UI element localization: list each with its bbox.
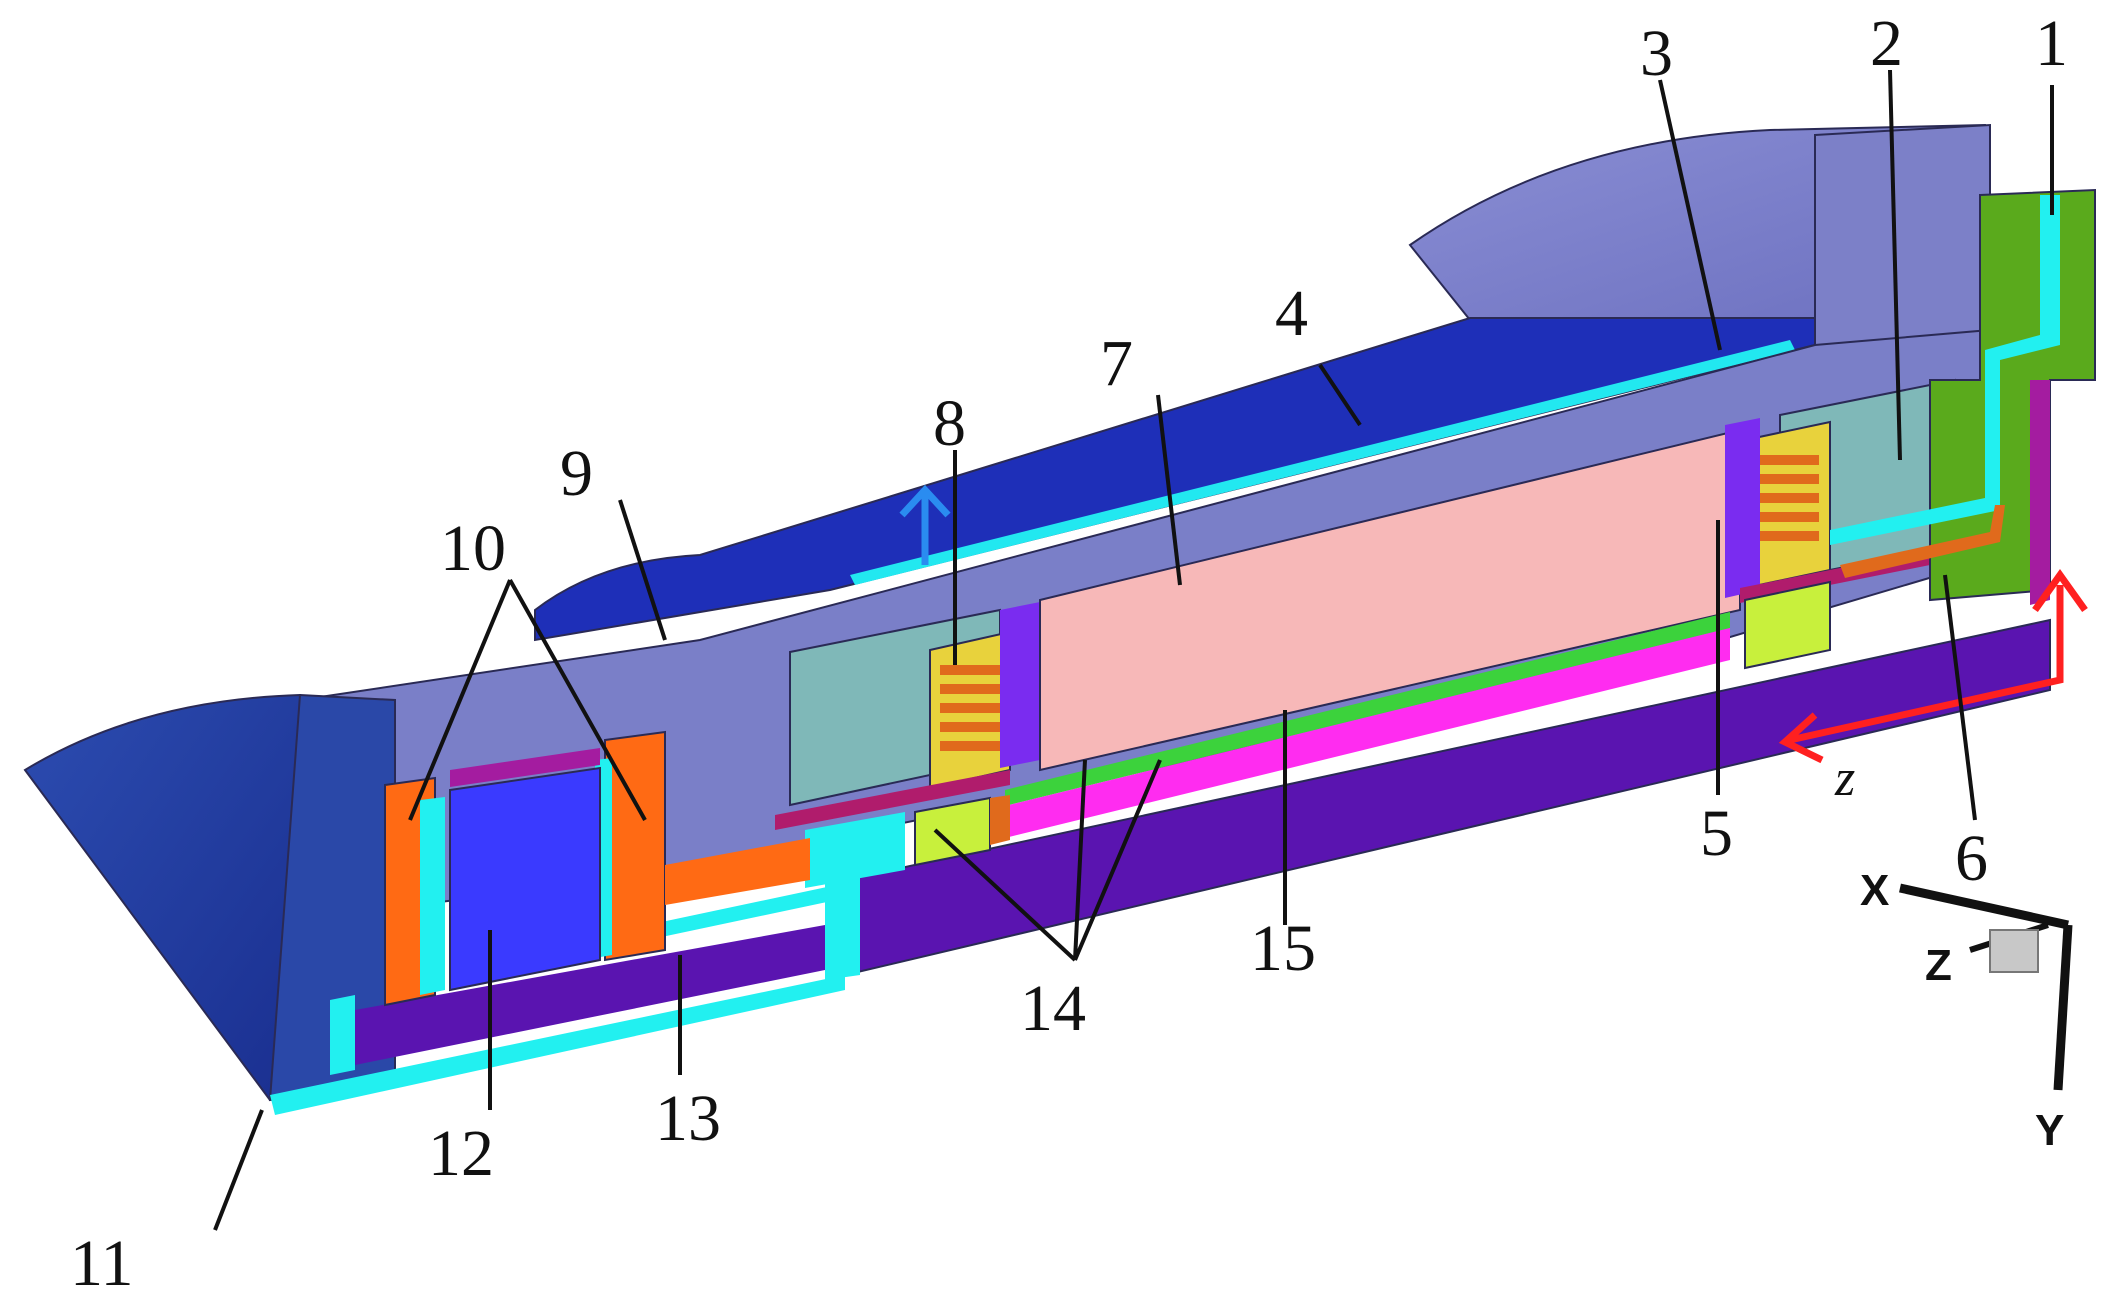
callout-6: 6 bbox=[1955, 822, 1988, 895]
leader-6 bbox=[1943, 574, 1977, 821]
triad-y-label: Y bbox=[2035, 1106, 2064, 1155]
callout-12: 12 bbox=[428, 1117, 494, 1190]
flow-arrows: z bbox=[899, 484, 2088, 807]
top-cooling-channel bbox=[850, 340, 1795, 585]
callout-15: 15 bbox=[1250, 912, 1316, 985]
triad-z-label: Z bbox=[1925, 941, 1952, 990]
callout-9: 9 bbox=[560, 437, 593, 510]
callout-5: 5 bbox=[1700, 797, 1733, 870]
left-dome-surface bbox=[23, 693, 301, 1102]
coolant-stub bbox=[805, 812, 905, 888]
inner-cavity bbox=[449, 766, 601, 992]
leader-3 bbox=[1658, 79, 1722, 351]
top-band bbox=[534, 317, 1816, 642]
callout-8: 8 bbox=[933, 387, 966, 460]
leader-14a bbox=[933, 828, 1077, 962]
leader-10b bbox=[508, 579, 647, 821]
coil-conductors-left bbox=[940, 665, 1000, 751]
leader-2 bbox=[1888, 69, 1902, 461]
bearing-bridge bbox=[665, 838, 810, 905]
airgap-strip-left bbox=[775, 770, 1010, 830]
coordinate-triad: X Z Y bbox=[1860, 866, 2073, 1155]
callout-labels: 1 2 3 4 5 6 7 8 9 10 11 12 13 14 15 bbox=[70, 7, 2068, 1296]
red-arrow-head-left bbox=[1778, 712, 1824, 764]
stator-core bbox=[1039, 428, 1741, 772]
red-arrow-head-up bbox=[2032, 568, 2088, 613]
flow-axis-label: z bbox=[1834, 750, 1855, 807]
airgap-green-layer bbox=[1005, 612, 1730, 806]
blue-up-arrow-head bbox=[899, 484, 951, 518]
end-cap-purple-edge bbox=[2030, 380, 2050, 605]
triad-x-label: X bbox=[1860, 866, 1889, 915]
left-lower-block bbox=[355, 925, 825, 1065]
callout-3: 3 bbox=[1640, 17, 1673, 90]
bottom-coolant-path bbox=[270, 975, 845, 1115]
callout-4: 4 bbox=[1275, 277, 1308, 350]
leader-4 bbox=[1318, 363, 1362, 427]
leader-7 bbox=[1156, 394, 1182, 586]
cavity-top-lip bbox=[450, 748, 600, 787]
callout-13: 13 bbox=[655, 1082, 721, 1155]
leader-lines bbox=[213, 69, 2054, 1231]
callout-14: 14 bbox=[1020, 972, 1086, 1045]
internal-section bbox=[270, 188, 2096, 1115]
callout-10: 10 bbox=[440, 512, 506, 585]
liner-left bbox=[420, 797, 445, 995]
triad-y-axis bbox=[2053, 924, 2073, 1091]
coil-conductors-right bbox=[1755, 455, 1819, 541]
callout-2: 2 bbox=[1870, 7, 1903, 80]
coolant-pipe bbox=[1840, 505, 2005, 578]
orange-ring-small bbox=[990, 795, 1010, 845]
lime-block-right bbox=[1744, 580, 1831, 670]
callout-7: 7 bbox=[1100, 327, 1133, 400]
triad-cube bbox=[1989, 929, 2039, 973]
callout-1: 1 bbox=[2035, 7, 2068, 80]
lime-block-left bbox=[914, 796, 991, 867]
leader-10a bbox=[408, 579, 512, 821]
rotor-magnet bbox=[1005, 628, 1730, 838]
leader-11 bbox=[213, 1109, 264, 1231]
leader-14c bbox=[1073, 759, 1162, 961]
leader-14b bbox=[1073, 759, 1087, 961]
purple-spacer-left bbox=[1000, 602, 1040, 768]
triad-x-axis bbox=[1899, 883, 2069, 930]
coolant-vertical-left bbox=[330, 995, 355, 1075]
purple-spacer-right bbox=[1725, 418, 1760, 598]
red-axis-arrow bbox=[1789, 585, 2064, 744]
leader-9 bbox=[618, 499, 667, 641]
callout-11: 11 bbox=[70, 1227, 134, 1296]
